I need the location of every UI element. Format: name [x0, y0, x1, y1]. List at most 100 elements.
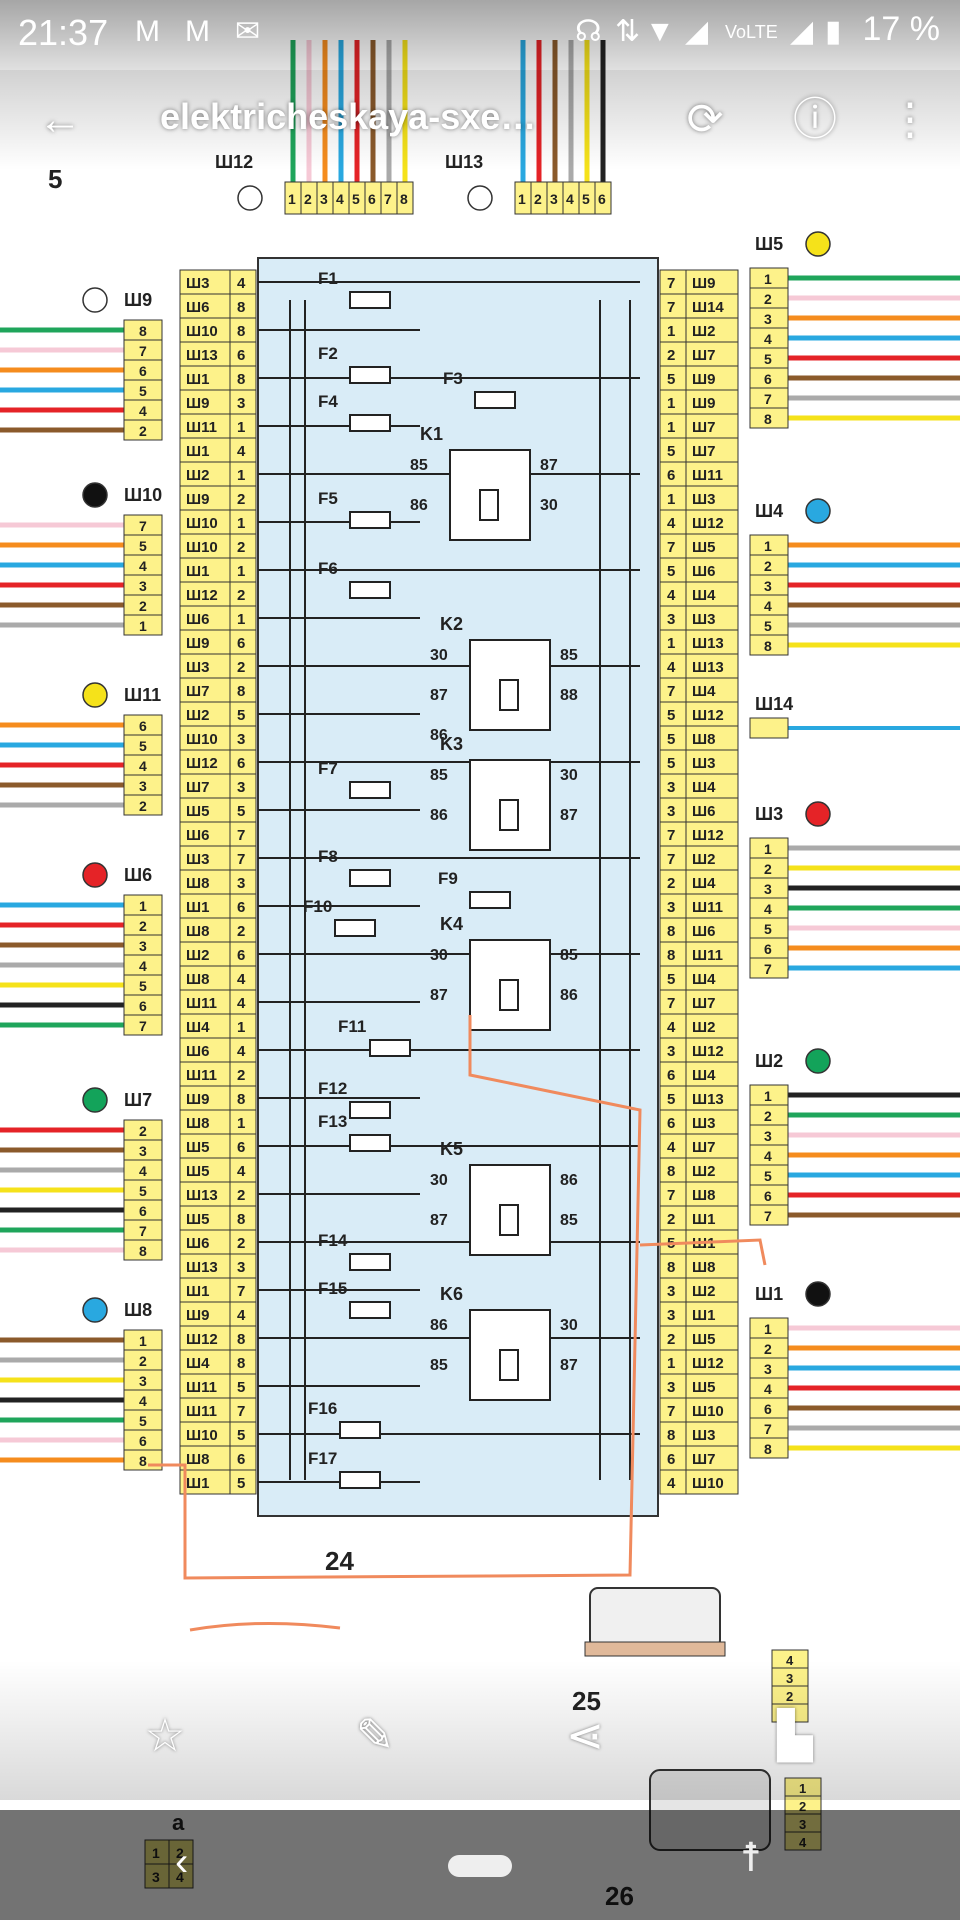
pin-number-label: 3 [237, 1259, 245, 1276]
star-icon[interactable]: ☆ [144, 1709, 186, 1761]
fuse-f8 [349, 869, 391, 887]
pin-number-label: 2 [237, 1235, 245, 1252]
pin-cell [179, 269, 231, 295]
pin-connector-label: Ш10 [186, 323, 218, 340]
pin-cell [685, 1181, 739, 1207]
info-icon[interactable]: ⓘ [793, 95, 837, 144]
connector-dot [82, 682, 108, 708]
pin-cell [685, 1133, 739, 1159]
connector-pin-label: 4 [764, 1381, 772, 1397]
pin-connector-label: Ш11 [692, 467, 723, 484]
relay-pin-label: 30 [430, 947, 448, 964]
pin-cell [659, 1301, 687, 1327]
pin-number-label: 2 [237, 539, 245, 556]
pin-cell [659, 1061, 687, 1087]
pin-cell [179, 773, 231, 799]
connector-pin [749, 407, 789, 429]
fuse-f4 [349, 414, 391, 432]
pin-connector-label: Ш11 [692, 899, 723, 916]
relay-label: K3 [440, 734, 463, 754]
pin-cell [685, 965, 739, 991]
rotate-icon[interactable]: ⟳ [686, 95, 724, 144]
fuse-label: F15 [318, 1279, 347, 1298]
email-icon: ✉ [235, 15, 261, 48]
edit-pencil-icon[interactable]: ✎ [355, 1709, 395, 1761]
back-arrow-icon[interactable]: ← [38, 95, 82, 144]
connector-pin-label: 1 [764, 841, 772, 857]
more-vert-icon[interactable]: ⋮ [888, 95, 932, 144]
pin-cell [685, 413, 739, 439]
pin-connector-label: Ш4 [186, 1019, 210, 1036]
connector-pin-label: 5 [139, 1183, 147, 1199]
pin-connector-label: Ш7 [692, 1139, 715, 1156]
pin-cell [179, 1229, 231, 1255]
connector-pin-label: 3 [764, 311, 772, 327]
fuse-label: F10 [303, 897, 332, 916]
pin-connector-label: Ш11 [186, 1403, 217, 1420]
connector-label: Ш8 [124, 1300, 152, 1320]
connector-pin-label: 5 [139, 1413, 147, 1429]
pin-cell [229, 1013, 257, 1039]
pin-connector-label: Ш10 [186, 731, 218, 748]
connector-pin-label: 6 [764, 371, 772, 387]
fuse-f7 [349, 781, 391, 799]
pin-cell [659, 989, 687, 1015]
pin-number-label: 3 [237, 779, 245, 796]
pin-connector-label: Ш11 [186, 419, 217, 436]
connector-pin-label: 4 [336, 191, 344, 207]
component-25 [589, 1587, 721, 1649]
pin-connector-label: Ш11 [186, 995, 217, 1012]
pin-cell [179, 845, 231, 871]
accessibility-icon[interactable]: ☨ [740, 1836, 762, 1880]
block-number-label: 24 [325, 1546, 354, 1576]
pin-cell [179, 1253, 231, 1279]
pin-number-label: 8 [667, 1427, 675, 1444]
pin-connector-label: Ш5 [186, 1139, 209, 1156]
connector-pin-label: 2 [799, 1799, 806, 1814]
connector-label: Ш4 [755, 501, 783, 521]
connector-pin-label: 3 [764, 1128, 772, 1144]
system-nav-bar: ‹ ☨ [0, 1810, 960, 1920]
pin-cell [685, 509, 739, 535]
connector-label: Ш5 [755, 234, 783, 254]
share-icon[interactable]: ⋖ [565, 1709, 605, 1761]
connector-pin-label: 4 [786, 1653, 794, 1668]
relay-coil [499, 1349, 519, 1381]
nav-home-pill[interactable] [448, 1855, 512, 1877]
connector-pin-label: 6 [139, 998, 147, 1014]
pin-cell [179, 677, 231, 703]
connector-pin [594, 181, 612, 215]
pin-connector-label: Ш4 [692, 779, 716, 796]
pin-connector-label: Ш3 [186, 659, 209, 676]
connector-label: Ш13 [445, 152, 483, 172]
connector-pin-label: 1 [764, 1088, 772, 1104]
connector-label: Ш3 [755, 804, 783, 824]
pin-number-label: 7 [667, 275, 675, 292]
pin-connector-label: Ш12 [186, 1331, 218, 1348]
connector-pin [123, 614, 163, 636]
connector-pin [123, 419, 163, 441]
pin-cell [179, 653, 231, 679]
signal-icon: ◢ [790, 15, 814, 48]
pin-cell [659, 797, 687, 823]
pin-connector-label: Ш9 [692, 395, 715, 412]
connector-pin-label: 2 [764, 861, 772, 877]
connector-pin-label: 2 [764, 1341, 772, 1357]
relay-coil [499, 1204, 519, 1236]
pin-number-label: 5 [237, 1379, 245, 1396]
pin-connector-label: Ш6 [186, 299, 209, 316]
fuse-label: F17 [308, 1449, 337, 1468]
connector-pin-label: 5 [764, 618, 772, 634]
pin-number-label: 4 [237, 1307, 246, 1324]
connector-pin-label: 8 [139, 323, 147, 339]
pin-cell [685, 629, 739, 655]
connector-pin [123, 794, 163, 816]
relay-pin-label: 87 [430, 1212, 448, 1229]
trash-icon[interactable]: ▙ [777, 1709, 813, 1761]
relay-k1 [449, 449, 531, 541]
nav-back-icon[interactable]: ‹ [175, 1840, 189, 1884]
pin-number-label: 5 [667, 443, 675, 460]
pin-connector-label: Ш9 [186, 491, 209, 508]
pin-connector-label: Ш8 [186, 923, 209, 940]
connector-pin-label: 2 [534, 191, 542, 207]
